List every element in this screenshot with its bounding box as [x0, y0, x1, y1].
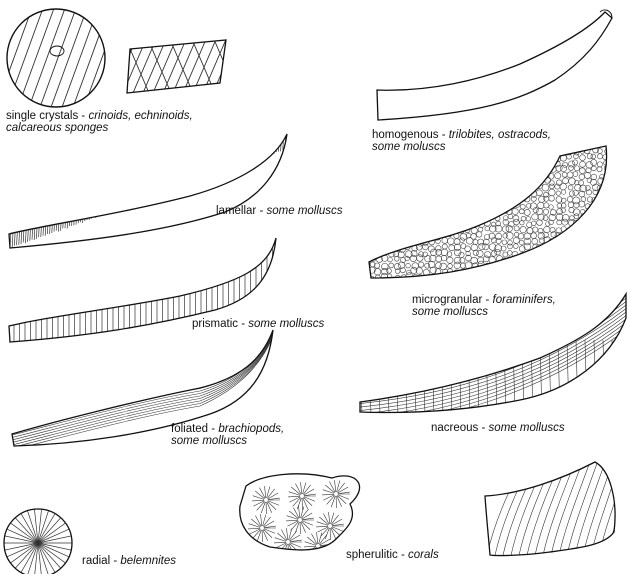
label-lamellar: lamellar - some molluscs — [216, 205, 343, 217]
label-foliated: foliated - brachiopods, some molluscs — [171, 423, 284, 447]
label-microgranular: microgranular - foraminifers, some mollu… — [412, 294, 556, 318]
label-homogenous: homogenous - trilobites, ostracods, some… — [372, 129, 551, 153]
spherulitic-blob — [240, 474, 360, 560]
label-spherulitic: spherulitic - corals — [346, 549, 439, 561]
label-prismatic: prismatic - some molluscs — [192, 318, 324, 330]
single-crystal-circle — [0, 0, 189, 110]
lamellar-shell-shape — [9, 124, 291, 248]
label-radial: radial - belemnites — [82, 555, 176, 567]
microgranular-shell-shape — [362, 146, 617, 282]
homogenous-shell-shape — [377, 12, 612, 120]
label-nacreous: nacreous - some molluscs — [431, 422, 565, 434]
spherulitic-fragment — [485, 448, 627, 561]
single-crystal-fragment — [100, 30, 270, 100]
label-single-crystals: single crystals - crinoids, echninoids, … — [6, 110, 193, 134]
prismatic-shell-shape — [9, 236, 278, 350]
radial-circle — [2, 507, 74, 574]
